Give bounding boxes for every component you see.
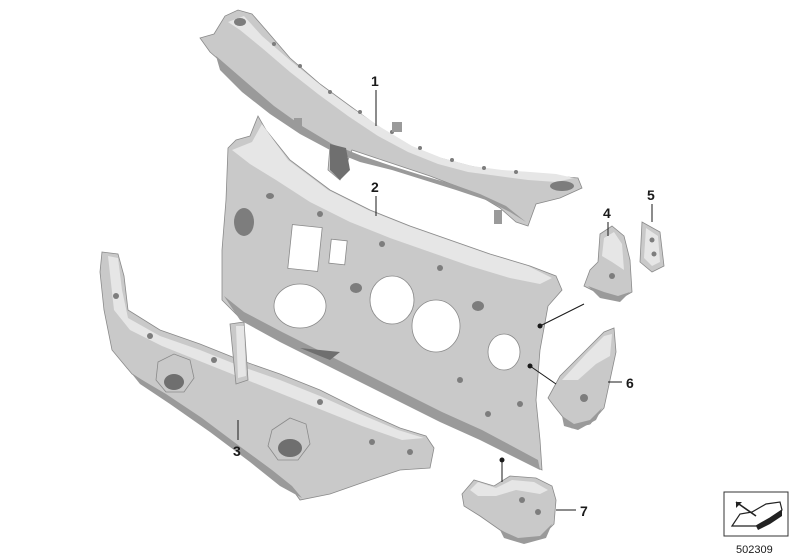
leader-dot-6 — [527, 363, 533, 369]
callout-2[interactable]: 2 — [371, 179, 379, 195]
part-2-bulkhead[interactable] — [221, 115, 563, 471]
leader-line-4b — [539, 303, 585, 327]
part-7-lower-bracket[interactable] — [461, 475, 557, 544]
part-6-side-bracket[interactable] — [547, 327, 617, 430]
car-body-part-icon — [730, 501, 783, 530]
part-3-cross-beam[interactable] — [99, 251, 435, 501]
part-5-plate[interactable] — [639, 221, 665, 273]
callout-3[interactable]: 3 — [233, 443, 241, 459]
reference-box — [723, 491, 789, 537]
reference-number: 502309 — [736, 544, 773, 556]
part-4-bracket[interactable] — [583, 225, 633, 302]
part-1-cowl-panel[interactable] — [199, 9, 583, 227]
callout-1[interactable]: 1 — [371, 73, 379, 89]
callout-4[interactable]: 4 — [603, 205, 611, 221]
callout-7[interactable]: 7 — [580, 503, 588, 519]
leader-dot-7 — [499, 457, 505, 463]
callout-6[interactable]: 6 — [626, 375, 634, 391]
callout-5[interactable]: 5 — [647, 187, 655, 203]
leader-line-6b — [529, 365, 557, 385]
leader-dot-4 — [537, 323, 543, 329]
